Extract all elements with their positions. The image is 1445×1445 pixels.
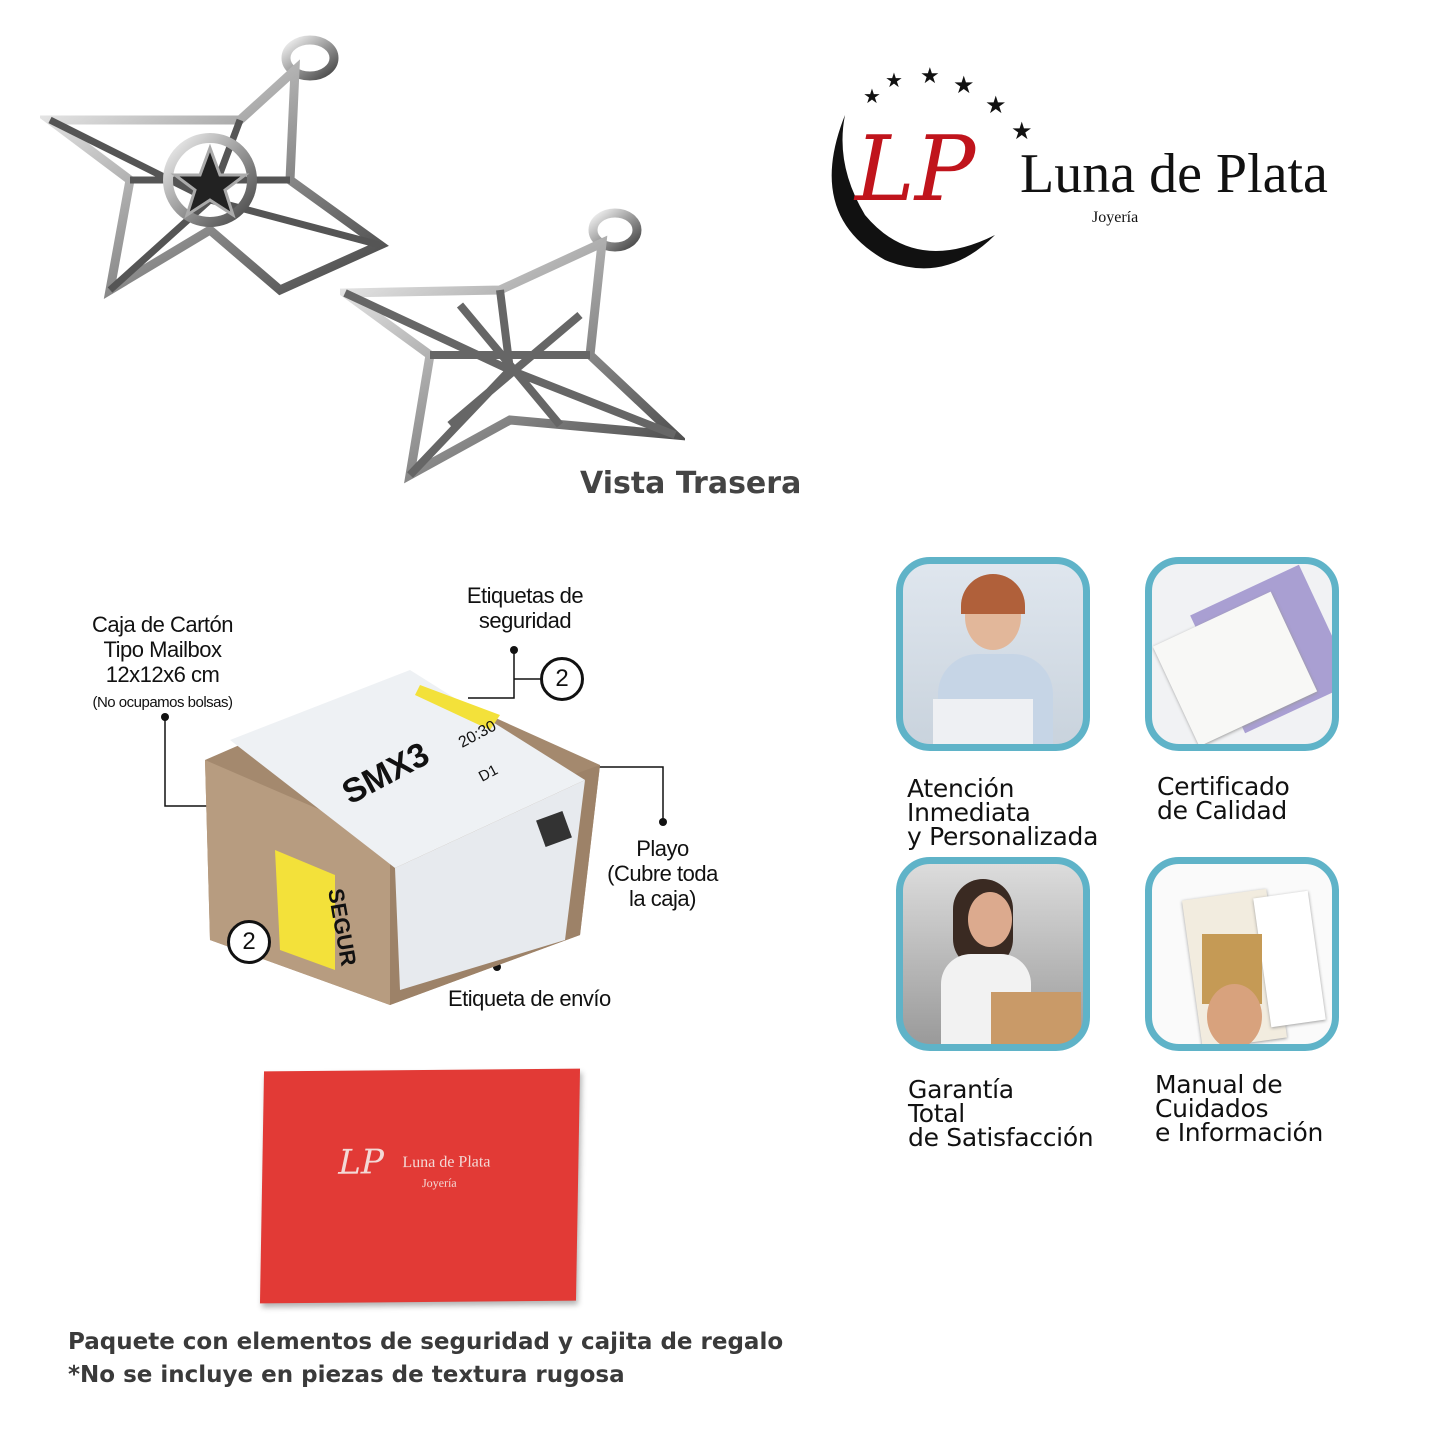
back-view-label: Vista Trasera xyxy=(580,466,802,501)
gift-box-image: LP Luna de Plata Joyería xyxy=(259,1068,581,1304)
svg-text:★: ★ xyxy=(1011,118,1033,145)
brand-logo: ★★ ★★ ★★ LP Luna de Plata Joyería xyxy=(825,65,1355,275)
svg-text:★: ★ xyxy=(953,72,975,99)
gift-box-logo-name: Luna de Plata xyxy=(402,1153,491,1172)
svg-text:★: ★ xyxy=(863,86,881,108)
feature-label-manual: Manual de Cuidados e Información xyxy=(1155,1070,1324,1147)
wrap-label: Playo (Cubre toda la caja) xyxy=(607,836,718,911)
gift-box-logo-initials: LP xyxy=(338,1142,385,1183)
svg-text:★: ★ xyxy=(920,65,940,88)
shipping-box-image: SMX3 20:30 D1 SEGUR xyxy=(205,670,600,1005)
crescent-moon-stars-icon: ★★ ★★ ★★ LP xyxy=(831,65,1033,269)
pendant-front-image xyxy=(40,35,389,299)
pendant-back-image xyxy=(340,208,685,484)
box-type-label: Caja de Cartón Tipo Mailbox 12x12x6 cm (… xyxy=(60,612,265,715)
svg-text:★: ★ xyxy=(985,92,1007,119)
security-count-badge-top: 2 xyxy=(540,657,584,701)
footer-note: Paquete con elementos de seguridad y caj… xyxy=(68,1329,784,1388)
svg-text:★: ★ xyxy=(885,70,903,92)
care-manual-photo xyxy=(1145,857,1339,1051)
certificate-photo xyxy=(1145,557,1339,751)
brand-subtitle: Joyería xyxy=(1092,209,1139,226)
feature-label-guarantee: Garantía Total de Satisfacción xyxy=(908,1075,1094,1152)
logo-initials: LP xyxy=(853,117,977,222)
box-note: (No ocupamos bolsas) xyxy=(92,694,233,711)
feature-label-support: Atención Inmediata y Personalizada xyxy=(907,774,1099,851)
security-labels-label: Etiquetas de seguridad xyxy=(466,583,584,633)
brand-name: Luna de Plata xyxy=(1020,143,1328,205)
gift-box-logo-subtitle: Joyería xyxy=(421,1175,457,1190)
shipping-label-callout: Etiqueta de envío xyxy=(448,986,611,1011)
feature-label-certificate: Certificado de Calidad xyxy=(1157,772,1290,825)
support-agent-photo xyxy=(896,557,1090,751)
security-count-badge-side: 2 xyxy=(227,920,271,964)
happy-customer-photo xyxy=(896,857,1090,1051)
